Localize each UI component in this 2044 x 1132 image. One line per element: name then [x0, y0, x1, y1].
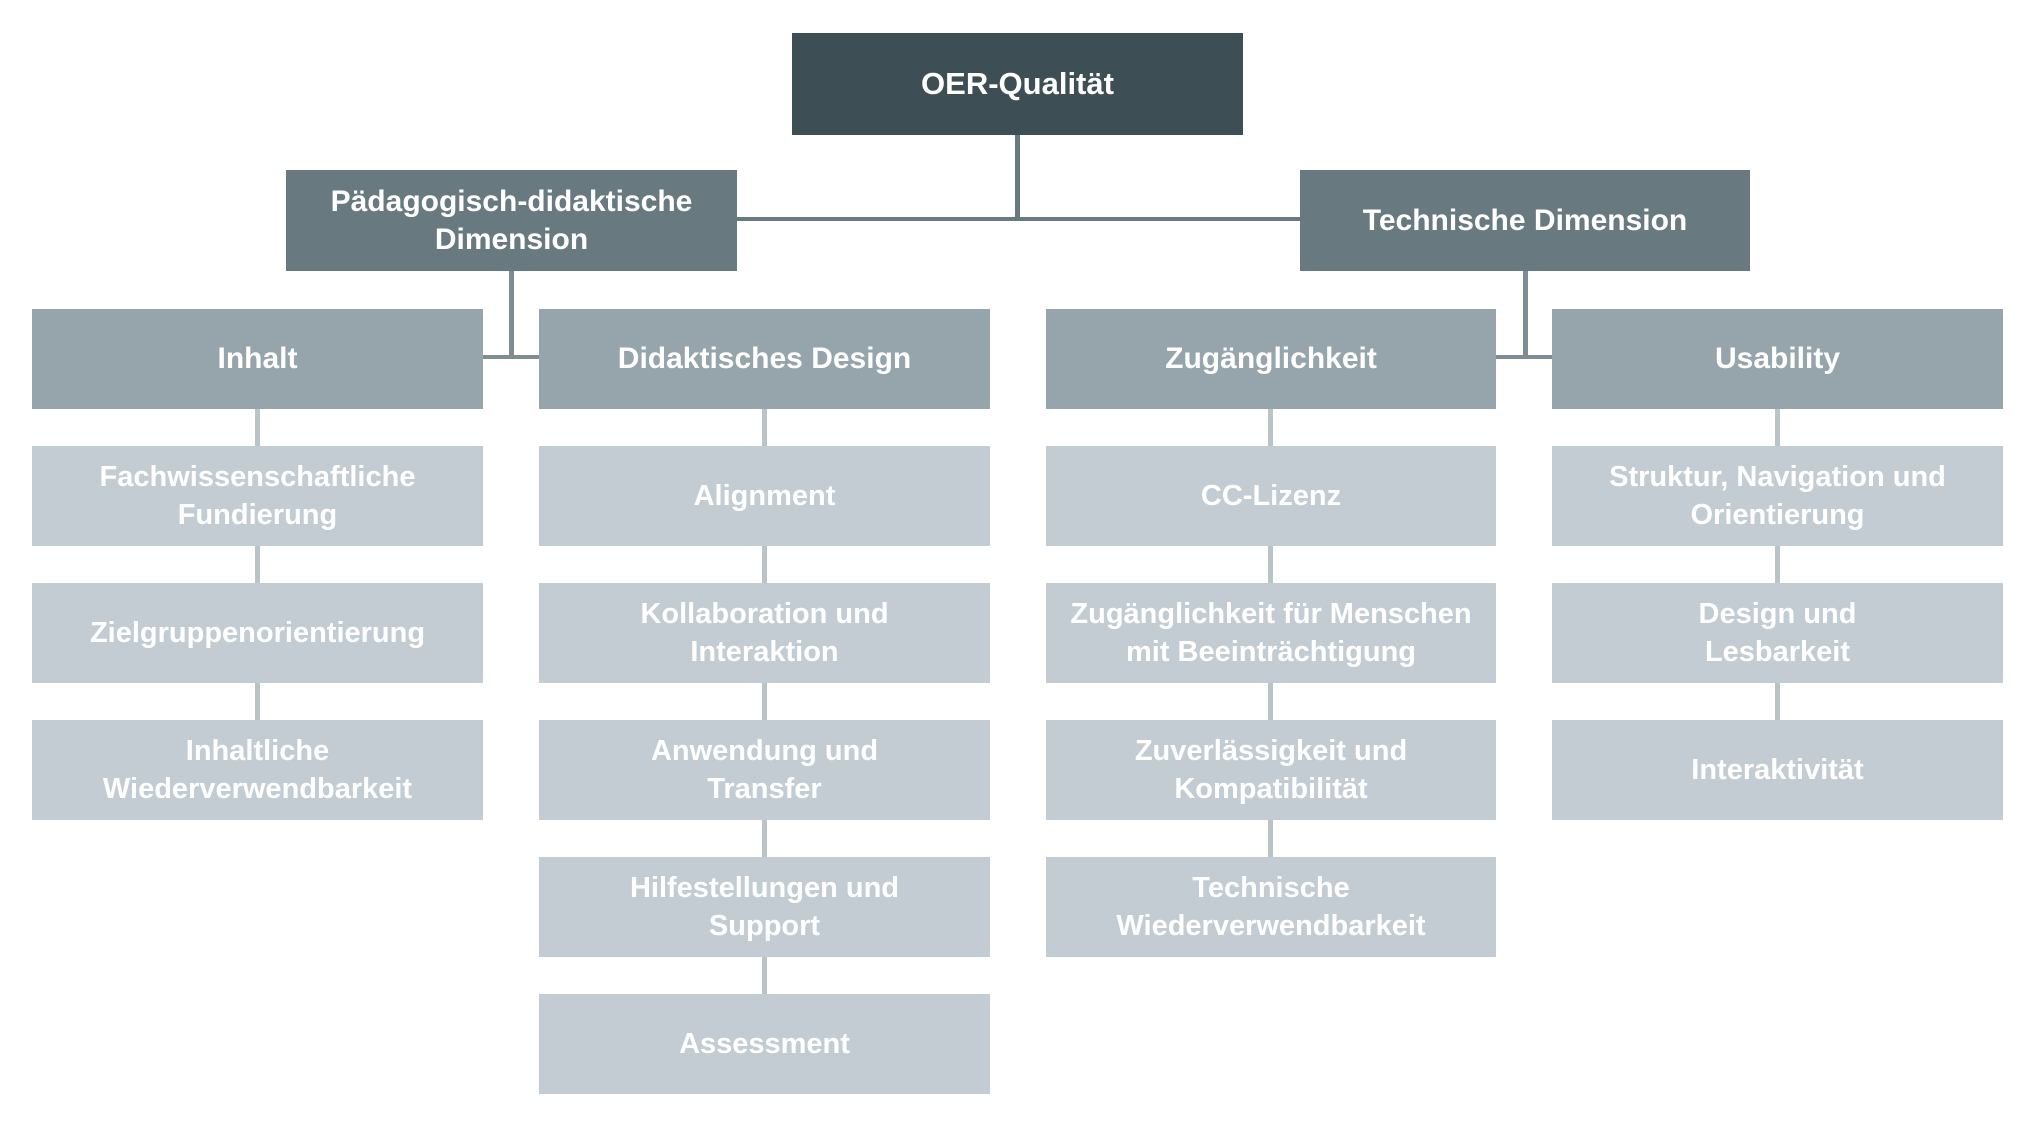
node-item-alignment: Alignment [539, 446, 990, 546]
connector-col4-link [1775, 683, 1780, 720]
connector-paedagogisch-stub [483, 355, 539, 359]
node-item-zuverlaessigkeit-und-kompatibilitaet: Zuverlässigkeit und Kompatibilität [1046, 720, 1496, 820]
connector-col3-link [1268, 820, 1273, 857]
connector-col1-link [255, 683, 260, 720]
connector-col3-link [1268, 683, 1273, 720]
node-item-zugaenglichkeit-fuer-menschen: Zugänglichkeit für Menschen mit Beeinträ… [1046, 583, 1496, 683]
connector-col2-link [762, 820, 767, 857]
connector-paedagogisch-drop [509, 271, 514, 357]
connector-col4-link [1775, 409, 1780, 446]
node-oer-qualitaet: OER-Qualität [792, 33, 1243, 135]
node-item-design-und-lesbarkeit: Design und Lesbarkeit [1552, 583, 2003, 683]
connector-col4-link [1775, 546, 1780, 583]
node-item-anwendung-und-transfer: Anwendung und Transfer [539, 720, 990, 820]
node-item-struktur-navigation-orientierung: Struktur, Navigation und Orientierung [1552, 446, 2003, 546]
connector-technisch-drop [1523, 271, 1528, 357]
connector-col2-link [762, 546, 767, 583]
node-item-cc-lizenz: CC-Lizenz [1046, 446, 1496, 546]
node-item-kollaboration-und-interaktion: Kollaboration und Interaktion [539, 583, 990, 683]
connector-technisch-stub [1496, 355, 1552, 359]
node-item-zielgruppenorientierung: Zielgruppenorientierung [32, 583, 483, 683]
connector-root-drop [1015, 135, 1020, 219]
connector-col3-link [1268, 409, 1273, 446]
node-item-technische-wiederverwendbarkeit: Technische Wiederverwendbarkeit [1046, 857, 1496, 957]
connector-col1-link [255, 546, 260, 583]
connector-col3-link [1268, 546, 1273, 583]
node-item-inhaltliche-wiederverwendbarkeit: Inhaltliche Wiederverwendbarkeit [32, 720, 483, 820]
node-header-inhalt: Inhalt [32, 309, 483, 409]
node-dimension-technisch: Technische Dimension [1300, 170, 1750, 271]
connector-col2-link [762, 957, 767, 994]
node-header-usability: Usability [1552, 309, 2003, 409]
node-item-interaktivitaet: Interaktivität [1552, 720, 2003, 820]
node-dimension-paedagogisch-didaktisch: Pädagogisch-didaktische Dimension [286, 170, 737, 271]
connector-col1-link [255, 409, 260, 446]
connector-dimensions-horizontal [737, 217, 1300, 221]
connector-col2-link [762, 409, 767, 446]
node-item-hilfestellungen-und-support: Hilfestellungen und Support [539, 857, 990, 957]
node-item-assessment: Assessment [539, 994, 990, 1094]
connector-col2-link [762, 683, 767, 720]
node-item-fachwissenschaftliche-fundierung: Fachwissenschaftliche Fundierung [32, 446, 483, 546]
node-header-zugaenglichkeit: Zugänglichkeit [1046, 309, 1496, 409]
node-header-didaktisches-design: Didaktisches Design [539, 309, 990, 409]
